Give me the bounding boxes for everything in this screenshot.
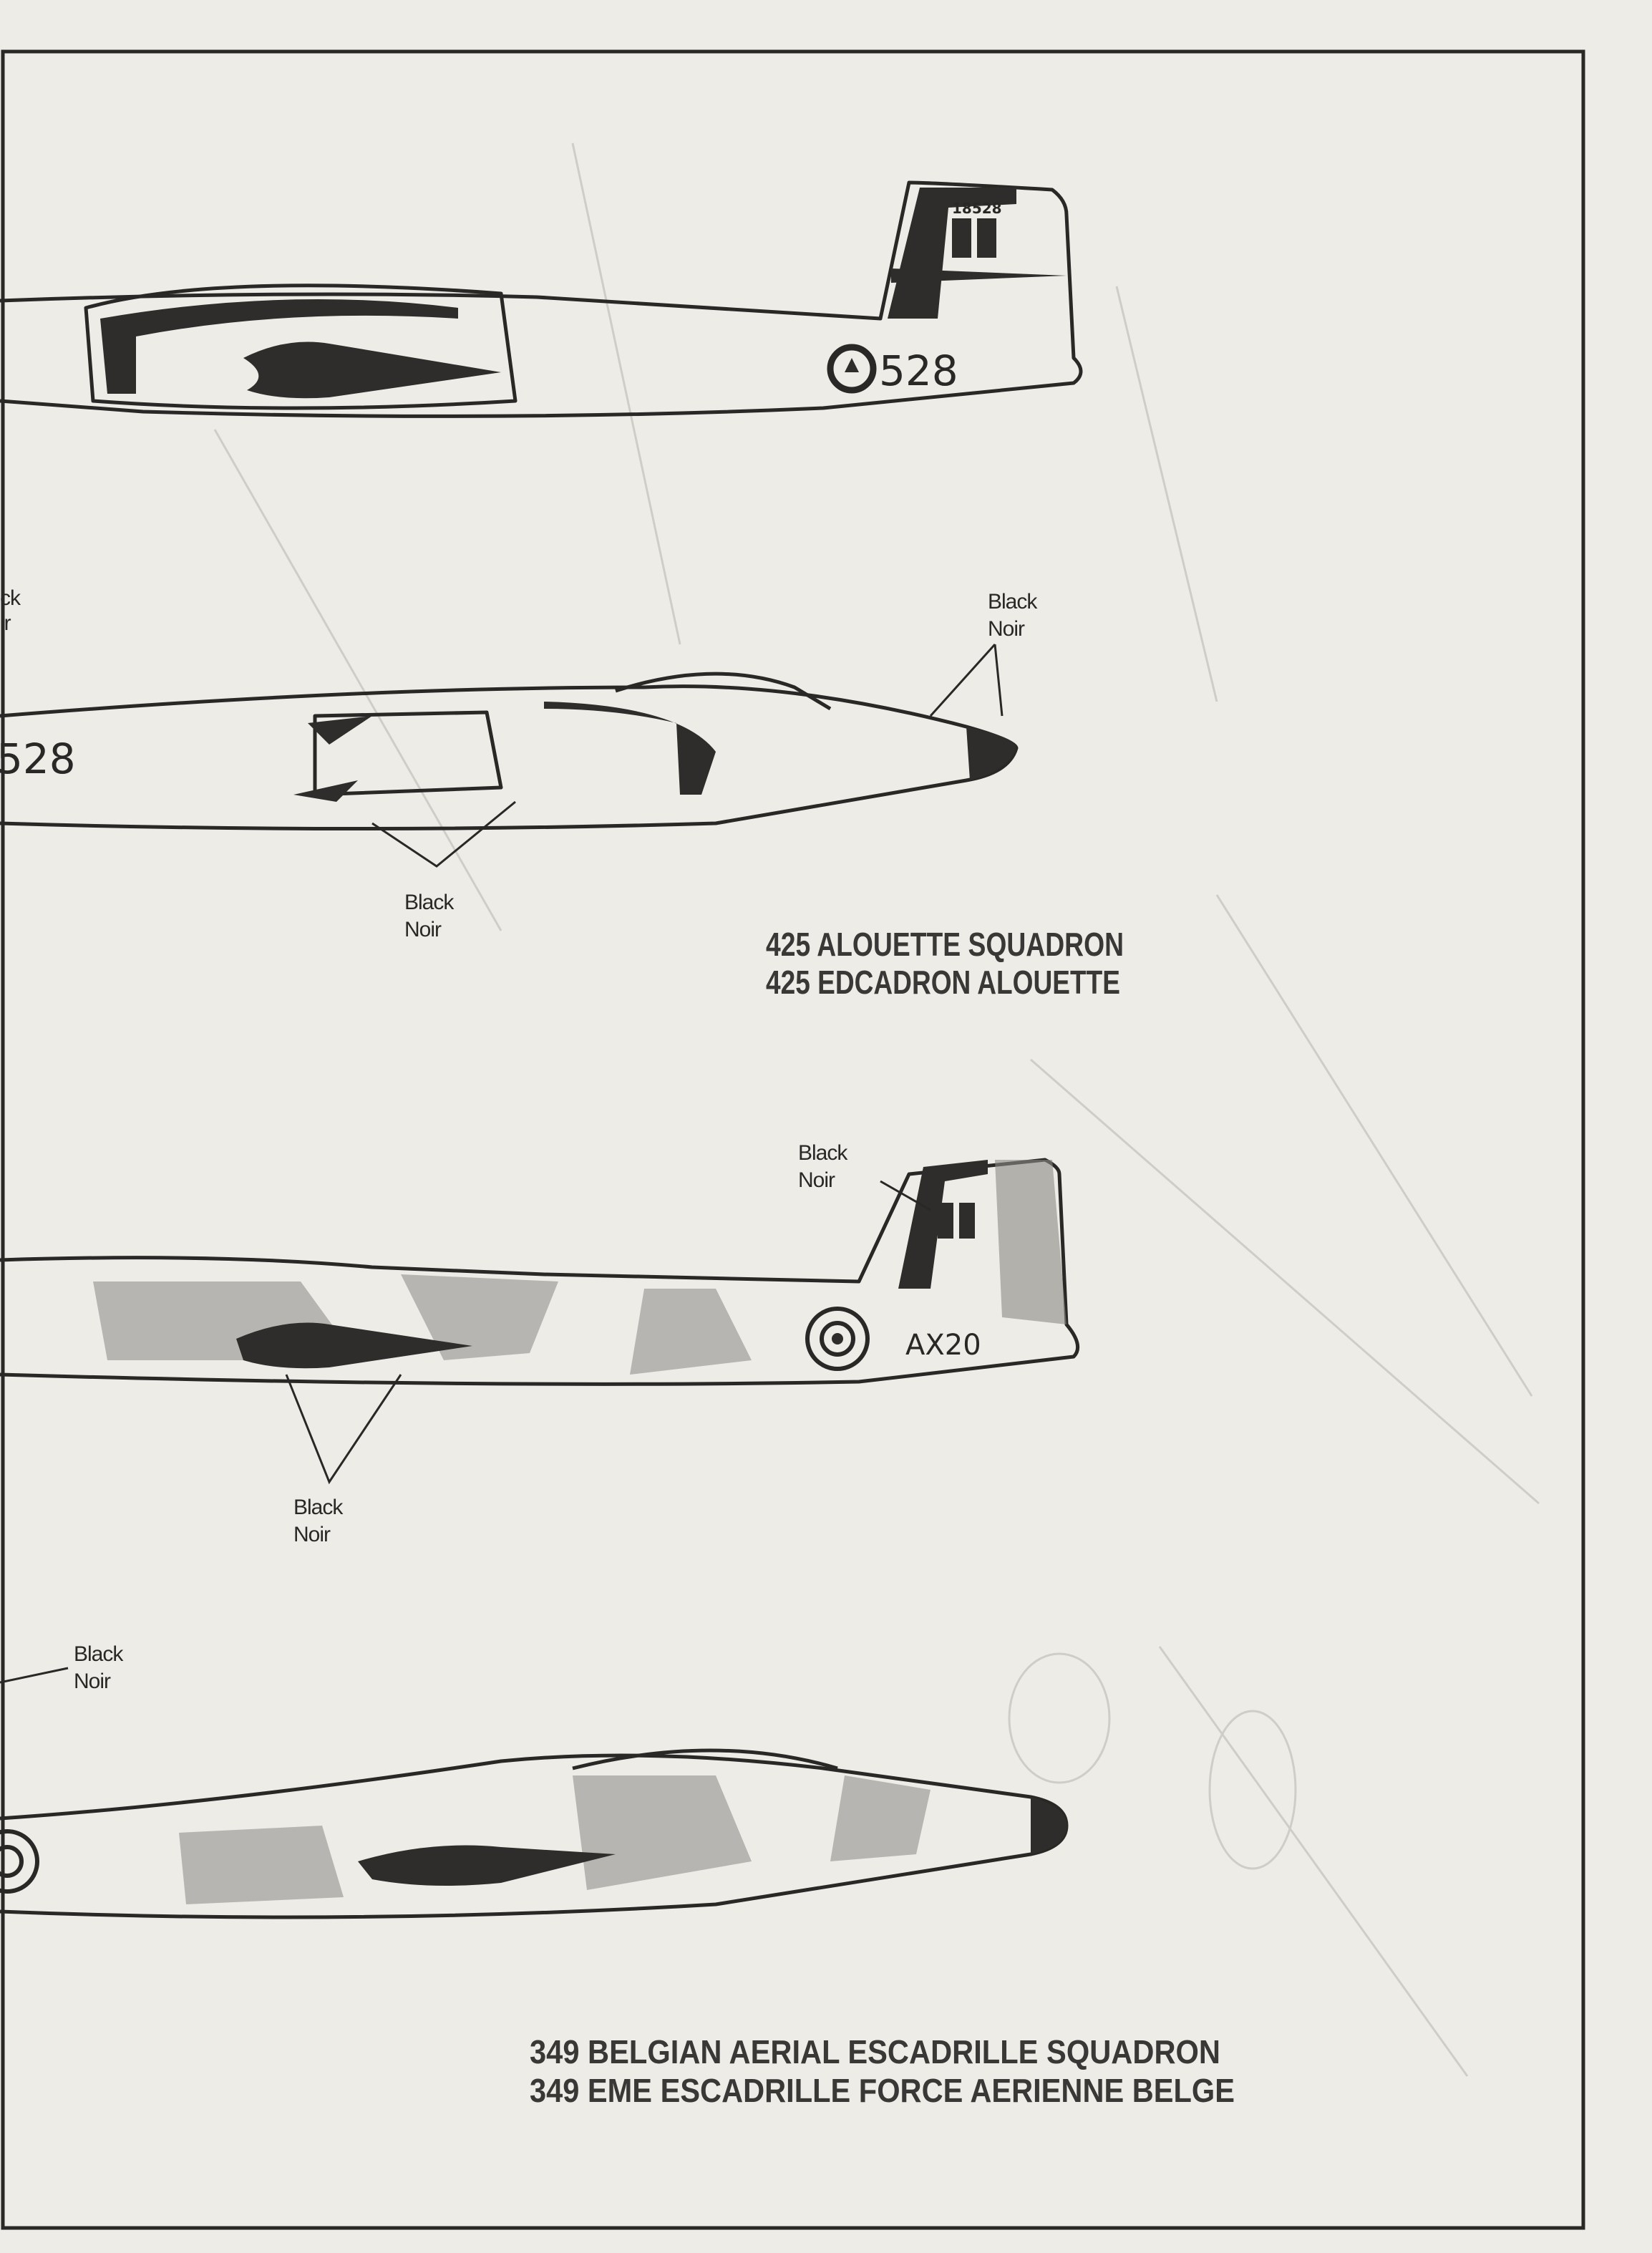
callout-noir: Noir (74, 1670, 111, 1693)
callout-black: Black (293, 1496, 344, 1519)
callout-black: Black (988, 590, 1038, 614)
callout-noir: Noir (293, 1523, 331, 1546)
callout-noir-cut: ir (0, 611, 11, 635)
color-callouts: ck ir Black Noir Black Noir Black Noir B… (0, 586, 1039, 1693)
fuselage-code: AX20 (905, 1329, 981, 1362)
aircraft-4-side-view (0, 1667, 1069, 1919)
aircraft-2-side-view: 528 (0, 643, 1019, 868)
fuselage-code: 528 (879, 347, 958, 395)
callout-black: Black (404, 891, 455, 914)
tail-serial: 18528 (952, 200, 1002, 217)
squadron-425-title-en: 425 ALOUETTE SQUADRON (766, 926, 1124, 963)
aircraft-1-side-view: 18528 528 (0, 180, 1083, 418)
squadron-349-title-fr: 349 EME ESCADRILLE FORCE AERIENNE BELGE (530, 2072, 1235, 2109)
show-through-ghost-lines (213, 142, 1540, 2077)
callout-noir: Noir (988, 617, 1025, 641)
fuselage-code: 528 (0, 735, 76, 783)
squadron-349-title-en: 349 BELGIAN AERIAL ESCADRILLE SQUADRON (530, 2033, 1220, 2070)
callout-noir: Noir (798, 1168, 835, 1192)
squadron-425-title-fr: 425 EDCADRON ALOUETTE (766, 964, 1120, 1001)
callout-noir: Noir (404, 918, 442, 941)
callout-black-cut: ck (0, 586, 21, 610)
callout-black: Black (74, 1642, 124, 1666)
page-border (1, 49, 1585, 2230)
aircraft-3-side-view: AX20 (0, 1158, 1080, 1485)
squadron-titles: 425 ALOUETTE SQUADRON 425 EDCADRON ALOUE… (530, 926, 1235, 2109)
callout-black: Black (798, 1141, 848, 1165)
